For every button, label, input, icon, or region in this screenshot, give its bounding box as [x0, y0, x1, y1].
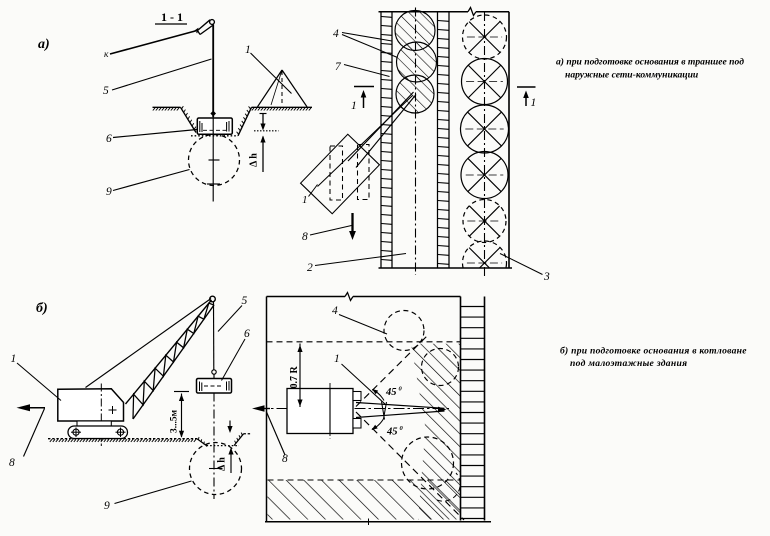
- svg-text:1: 1: [531, 97, 537, 109]
- svg-text:1: 1: [334, 353, 340, 365]
- svg-text:45: 45: [386, 427, 398, 438]
- svg-text:5: 5: [103, 85, 109, 97]
- svg-text:б): б): [36, 301, 48, 316]
- svg-text:а): а): [38, 37, 50, 52]
- svg-text:1: 1: [302, 194, 308, 206]
- svg-text:9: 9: [106, 186, 112, 198]
- svg-text:наружные сети-коммуникации: наружные сети-коммуникации: [565, 70, 699, 81]
- svg-text:45: 45: [385, 387, 397, 398]
- svg-text:б) при подготовке основания в: б) при подготовке основания в котловане: [560, 346, 747, 357]
- svg-text:1 - 1: 1 - 1: [161, 10, 183, 24]
- svg-text:6: 6: [244, 328, 250, 340]
- svg-text:1: 1: [11, 353, 17, 365]
- svg-text:3...5м: 3...5м: [170, 409, 180, 433]
- svg-text:8: 8: [282, 453, 288, 465]
- svg-text:0.7 R: 0.7 R: [289, 366, 300, 389]
- svg-text:9: 9: [104, 500, 110, 512]
- svg-text:а) при подготовке основания в: а) при подготовке основания в траншее по…: [556, 57, 744, 68]
- svg-text:1: 1: [245, 44, 251, 56]
- svg-text:8: 8: [302, 231, 308, 243]
- svg-text:2: 2: [307, 262, 313, 274]
- svg-text:4: 4: [332, 305, 338, 317]
- svg-text:Δ h: Δ h: [249, 153, 260, 167]
- svg-text:1: 1: [351, 100, 357, 112]
- svg-text:3: 3: [543, 271, 550, 283]
- svg-text:8: 8: [9, 457, 15, 469]
- svg-text:5: 5: [242, 295, 248, 307]
- svg-text:к: к: [104, 50, 109, 60]
- svg-text:под малоэтажные здания: под малоэтажные здания: [570, 358, 687, 369]
- svg-text:6: 6: [106, 133, 112, 145]
- svg-text:Δ h: Δ h: [217, 457, 228, 471]
- svg-text:4: 4: [333, 28, 339, 40]
